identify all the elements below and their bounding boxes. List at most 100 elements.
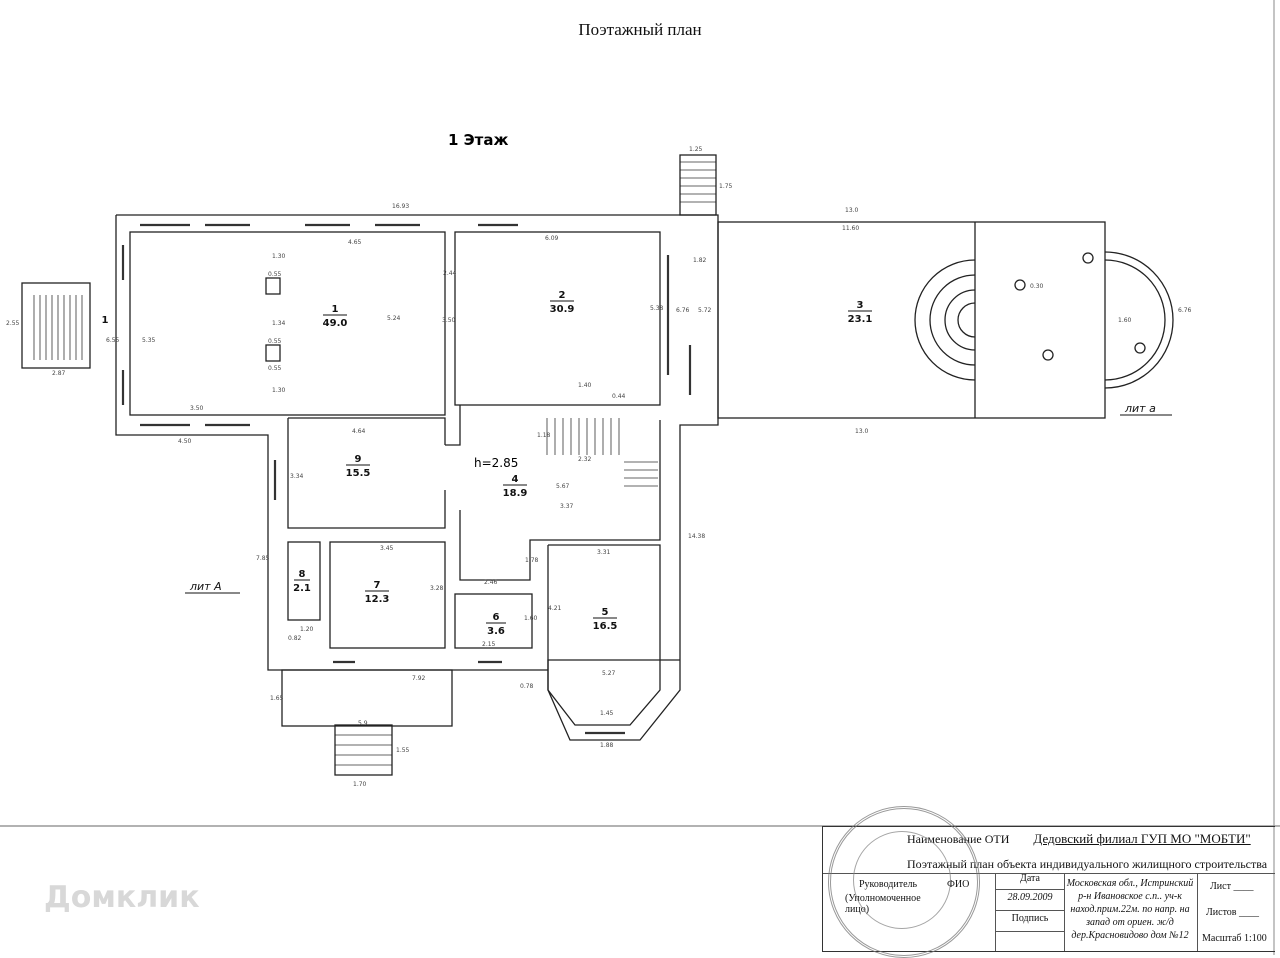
svg-text:6.09: 6.09 [545,235,559,242]
svg-text:1.60: 1.60 [524,615,538,622]
svg-text:23.1: 23.1 [848,314,873,325]
svg-text:5.67: 5.67 [556,483,570,490]
signature-label: Подпись [996,911,1064,932]
svg-text:4.64: 4.64 [352,428,366,435]
sheets-label: Листов [1206,907,1237,918]
svg-text:4.21: 4.21 [548,605,562,612]
date-label: Дата [996,873,1064,890]
lit-label-main: лит А [189,580,222,593]
svg-text:1.20: 1.20 [300,626,314,633]
svg-text:2.44: 2.44 [443,270,457,277]
svg-text:3.28: 3.28 [430,585,444,592]
svg-text:7.85: 7.85 [256,555,270,562]
svg-text:5: 5 [602,607,609,618]
svg-text:1.75: 1.75 [719,183,733,190]
svg-text:5.24: 5.24 [387,315,401,322]
svg-text:11.60: 11.60 [842,225,859,232]
page-title: Поэтажный план [578,20,702,39]
svg-text:0.55: 0.55 [268,338,282,345]
svg-text:1.45: 1.45 [600,710,614,717]
svg-text:7.92: 7.92 [412,675,426,682]
svg-text:13.0: 13.0 [845,207,859,214]
svg-text:18.9: 18.9 [503,488,528,499]
svg-text:2.87: 2.87 [52,370,66,377]
svg-text:1.55: 1.55 [396,747,410,754]
organization: Дедовский филиал ГУП МО "МОБТИ" [1033,831,1251,846]
svg-text:6.76: 6.76 [676,307,690,314]
svg-text:1.65: 1.65 [270,695,284,702]
svg-text:3.50: 3.50 [442,317,456,324]
room-label-5: 516.5 [593,607,618,632]
svg-text:49.0: 49.0 [323,318,348,329]
svg-text:13.0: 13.0 [855,428,869,435]
svg-text:2.1: 2.1 [293,583,311,594]
svg-text:3.45: 3.45 [380,545,394,552]
svg-text:3.34: 3.34 [290,473,304,480]
svg-text:4.50: 4.50 [178,438,192,445]
entrance-label: 1 [102,315,109,326]
svg-text:0.78: 0.78 [520,683,534,690]
svg-text:2: 2 [559,290,566,301]
svg-text:14.38: 14.38 [688,533,705,540]
room-label-8: 82.1 [293,569,311,594]
ceiling-height: h=2.85 [474,456,518,470]
svg-text:0.44: 0.44 [612,393,626,400]
svg-text:5.27: 5.27 [602,670,616,677]
svg-text:3: 3 [857,300,864,311]
svg-text:1.18: 1.18 [537,432,551,439]
svg-text:1.88: 1.88 [600,742,614,749]
svg-text:2.46: 2.46 [484,579,498,586]
room-label-6: 63.6 [486,612,506,637]
room-label-2: 230.9 [550,290,575,315]
svg-text:5.72: 5.72 [698,307,712,314]
svg-text:2.32: 2.32 [578,456,592,463]
svg-text:15.5: 15.5 [346,468,371,479]
svg-text:1: 1 [332,304,339,315]
document-title: Поэтажный план объекта индивидуального ж… [907,857,1268,871]
sheet-label: Лист [1210,881,1231,892]
svg-text:3.6: 3.6 [487,626,505,637]
svg-text:1.40: 1.40 [578,382,592,389]
svg-text:9: 9 [355,454,362,465]
room-label-4: 418.9 [503,474,528,499]
room-label-3: 323.1 [848,300,873,325]
svg-text:30.9: 30.9 [550,304,575,315]
svg-text:7: 7 [374,580,381,591]
date-value: 28.09.2009 [996,890,1064,911]
svg-text:1.34: 1.34 [272,320,286,327]
svg-text:6.55: 6.55 [106,337,120,344]
windows [121,223,692,735]
svg-text:2.15: 2.15 [482,641,496,648]
svg-text:3.31: 3.31 [597,549,611,556]
svg-text:16.5: 16.5 [593,621,618,632]
svg-text:2.55: 2.55 [6,320,20,327]
scale: Масштаб 1:100 [1202,933,1267,944]
svg-text:3.50: 3.50 [190,405,204,412]
svg-text:0.55: 0.55 [268,365,282,372]
lit-label-terrace: лит а [1124,402,1156,415]
walls [21,154,1174,776]
svg-text:1.78: 1.78 [525,557,539,564]
svg-text:3.37: 3.37 [560,503,574,510]
svg-text:4.65: 4.65 [348,239,362,246]
svg-text:1.70: 1.70 [353,781,367,788]
svg-text:5.9: 5.9 [358,720,368,727]
room-label-1: 149.0 [323,304,348,329]
svg-text:16.93: 16.93 [392,203,409,210]
svg-text:6: 6 [493,612,500,623]
room-label-7: 712.3 [365,580,390,605]
watermark: Домклик [44,880,200,915]
svg-text:5.38: 5.38 [650,305,664,312]
dimension-labels: 16.93 4.65 6.09 13.0 11.60 1.30 0.55 1.3… [6,146,1192,788]
floor-label: 1 Этаж [448,131,508,149]
svg-text:1.30: 1.30 [272,387,286,394]
svg-text:1.25: 1.25 [689,146,703,153]
svg-text:8: 8 [299,569,306,580]
svg-text:1.60: 1.60 [1118,317,1132,324]
svg-text:0.82: 0.82 [288,635,302,642]
room-label-9: 915.5 [346,454,371,479]
svg-text:1.30: 1.30 [272,253,286,260]
svg-text:6.76: 6.76 [1178,307,1192,314]
svg-text:12.3: 12.3 [365,594,390,605]
